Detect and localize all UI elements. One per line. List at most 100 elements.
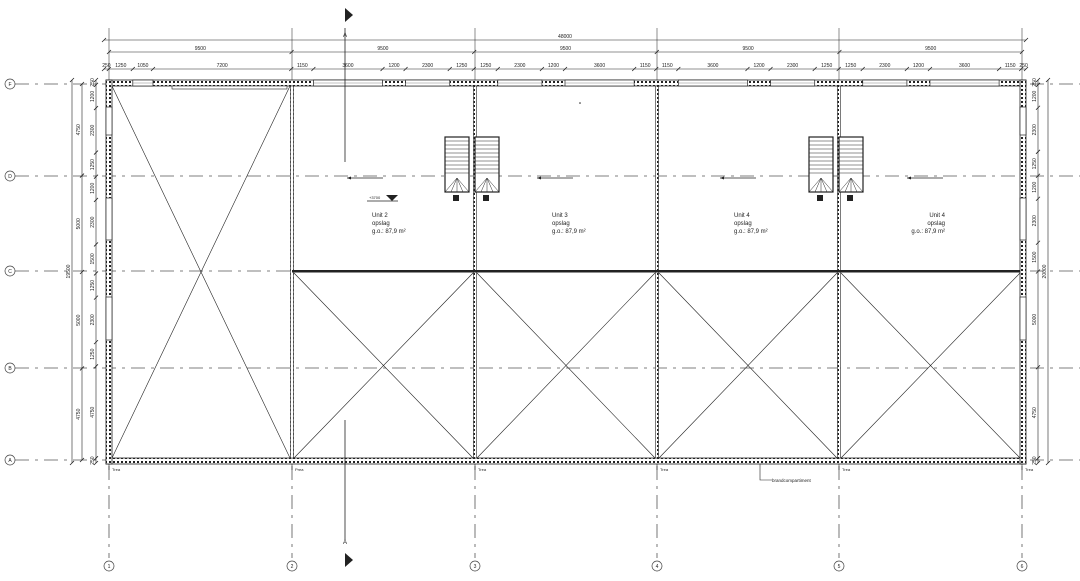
- stair-winder: [844, 177, 852, 193]
- dim-left-detail-tick: [93, 105, 99, 111]
- dim-top-detail-value: 1050: [137, 63, 148, 69]
- wall-east: [1019, 79, 1027, 465]
- stair-winder: [450, 177, 458, 193]
- dim-top-bay-tick: [106, 49, 112, 55]
- dim-left-bay-tick: [79, 457, 85, 463]
- dim-right-detail-tick: [1035, 196, 1041, 202]
- walls: [105, 79, 1027, 465]
- dim-left-detail-value: 2300: [90, 314, 96, 325]
- section-label: A: [343, 540, 347, 546]
- column-note: Prea: [295, 467, 304, 472]
- section-flag-icon: [345, 8, 353, 22]
- stair-post: [817, 195, 823, 201]
- section-flag-icon: [345, 553, 353, 567]
- level-marker: +3700: [369, 195, 381, 200]
- dim-left-detail-value: 1250: [90, 159, 96, 170]
- dim-top-bay-tick: [837, 49, 842, 55]
- dim-top-detail-tick: [539, 66, 545, 72]
- dim-top-detail-value: 2300: [422, 63, 433, 69]
- dim-left-bay-tick: [79, 173, 85, 178]
- wall-south: [105, 457, 1027, 465]
- dim-top-detail-value: 1150: [640, 63, 651, 69]
- dim-left-detail-value: 1200: [90, 91, 96, 102]
- stair-winder: [814, 177, 822, 193]
- dim-top-bay-value: 9500: [195, 46, 206, 52]
- dim-left-total-tick: [69, 460, 75, 466]
- dim-top-detail-tick: [471, 66, 477, 72]
- dim-top-detail-tick: [562, 66, 568, 72]
- dim-top-detail-tick: [495, 66, 501, 72]
- dim-top-detail-value: 1250: [115, 63, 126, 69]
- grid-bubble: [833, 560, 845, 572]
- dim-top-detail-value: 1250: [480, 63, 491, 69]
- dim-top-detail-tick: [812, 66, 817, 72]
- dim-right-detail-value: 1500: [1032, 251, 1038, 262]
- void-cross-line: [476, 272, 656, 459]
- arrow-head: [347, 176, 351, 180]
- dim-left-detail-tick: [93, 150, 99, 155]
- dim-top-detail-value: 7200: [217, 63, 228, 69]
- dim-top-detail-value: 1250: [456, 63, 467, 69]
- unit-area: g.o.: 87,9 m²: [734, 229, 768, 235]
- dim-right-detail-value: 1200: [1032, 90, 1038, 101]
- dim-top-total-tick: [1023, 37, 1029, 43]
- stair-winder: [486, 177, 500, 193]
- unit-use: opslag: [734, 221, 752, 227]
- fire-compartment-label: brandcompartiment: [772, 478, 812, 483]
- dim-left-detail-value: 250: [90, 456, 96, 465]
- stair-winder: [808, 177, 822, 193]
- dim-top-bay-tick: [471, 49, 477, 55]
- dim-right-detail-value: 5000: [1032, 314, 1038, 325]
- dim-left-bay-value: 4750: [76, 124, 82, 135]
- dim-top-detail-tick: [130, 66, 136, 72]
- dim-top-detail-tick: [996, 66, 1002, 72]
- stair-post: [847, 195, 853, 201]
- dim-top-detail-value: 250: [1019, 63, 1028, 69]
- level-triangle-icon: [386, 195, 398, 201]
- grid-label-column: 5: [838, 564, 841, 570]
- void-cross-line: [111, 85, 291, 459]
- dim-top-detail-tick: [768, 66, 773, 72]
- grid-bubble: [4, 78, 16, 90]
- grid-bubble: [103, 560, 115, 572]
- window: [105, 296, 113, 341]
- stair-post: [453, 195, 459, 201]
- dim-left-detail-tick: [93, 82, 99, 88]
- dim-right-detail-tick: [1035, 455, 1041, 461]
- dim-left-detail-tick: [93, 339, 99, 345]
- dim-left-detail-tick: [93, 174, 99, 180]
- dim-left-detail-tick: [93, 363, 99, 369]
- dim-top-detail-value: 1250: [821, 63, 832, 69]
- dim-left-detail-tick: [93, 197, 99, 203]
- dim-top-detail-value: 1250: [845, 63, 856, 69]
- window: [1019, 296, 1027, 341]
- wall-west: [105, 79, 113, 465]
- dim-top-bay-value: 9500: [377, 46, 388, 52]
- dim-right-detail-value: 250: [1032, 78, 1038, 87]
- unit-use: opslag: [927, 221, 945, 227]
- column-note: Trea: [1025, 467, 1034, 472]
- mark-dot: [579, 102, 581, 104]
- dim-top-detail-tick: [927, 66, 933, 72]
- dim-top-detail-value: 2300: [514, 63, 525, 69]
- void-cross-line: [293, 272, 474, 459]
- dim-right-detail-tick: [1035, 77, 1041, 83]
- dim-top-detail-tick: [836, 66, 842, 72]
- unit-area: g.o.: 87,9 m²: [552, 229, 586, 235]
- void-cross-line: [658, 272, 838, 459]
- stair-winder: [480, 177, 488, 193]
- dim-right-total-value: 20000: [1042, 264, 1048, 278]
- dim-left-bay-value: 4750: [76, 408, 82, 419]
- dim-left-total-tick: [69, 77, 75, 83]
- stair-winder: [474, 177, 488, 193]
- dim-top-detail-value: 1200: [548, 63, 559, 69]
- grid-label-row: B: [8, 366, 12, 372]
- dim-right-detail-value: 4750: [1032, 407, 1038, 418]
- dim-top-detail-value: 1150: [297, 63, 308, 69]
- dim-left-detail-value: 1200: [90, 183, 96, 194]
- stair-winder: [456, 177, 470, 193]
- unit-use: opslag: [372, 221, 390, 227]
- stair-winder: [820, 177, 828, 193]
